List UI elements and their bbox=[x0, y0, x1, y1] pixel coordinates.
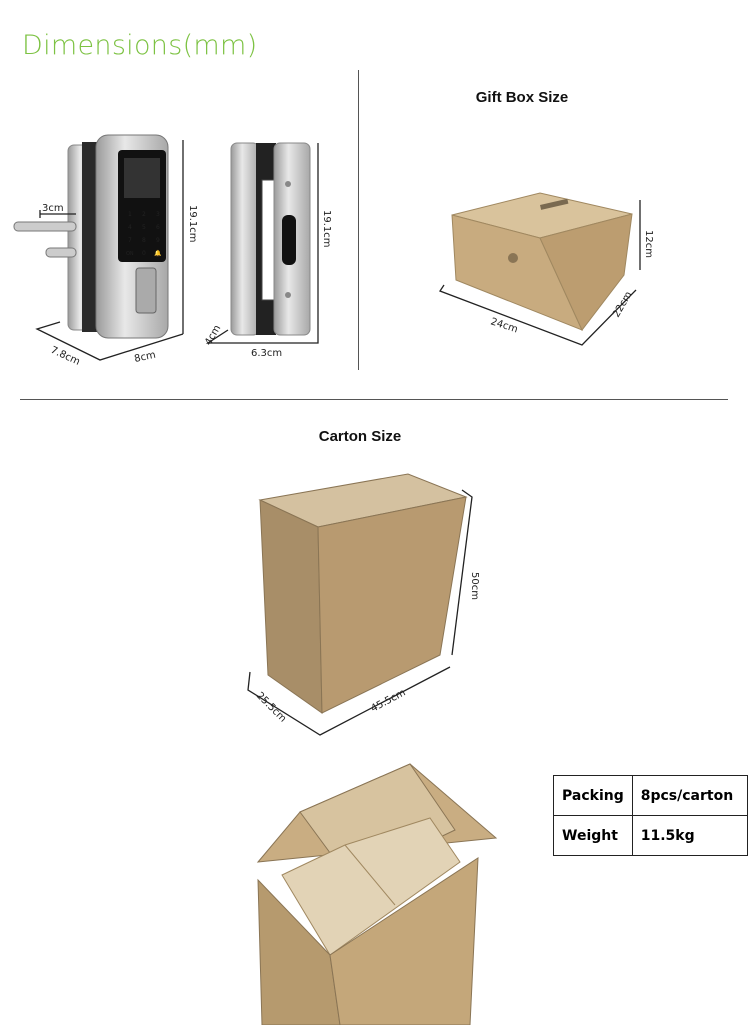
carton-image bbox=[258, 473, 468, 714]
svg-text:7: 7 bbox=[128, 237, 132, 244]
svg-text:2: 2 bbox=[142, 211, 146, 218]
svg-text:5: 5 bbox=[142, 224, 146, 231]
lock-side-image bbox=[230, 142, 311, 336]
vertical-divider bbox=[358, 70, 359, 370]
svg-text:ON: ON bbox=[126, 251, 134, 257]
front-height-label: 19.1cm bbox=[187, 205, 198, 243]
svg-text:6: 6 bbox=[156, 224, 160, 231]
svg-text:4: 4 bbox=[128, 224, 132, 231]
carton-height-label: 50cm bbox=[469, 572, 480, 600]
page-title: Dimensions(mm) bbox=[22, 30, 258, 61]
side-height-label: 19.1cm bbox=[321, 210, 332, 248]
packing-spec-table: Packing 8pcs/carton Weight 11.5kg bbox=[553, 775, 748, 856]
lock-front-dimension-lines bbox=[35, 140, 184, 361]
bolt-length-label: 3cm bbox=[42, 203, 64, 214]
gift-box-image bbox=[451, 192, 633, 331]
svg-text:1: 1 bbox=[128, 211, 132, 218]
svg-text:9: 9 bbox=[156, 237, 160, 244]
weight-value: 11.5kg bbox=[631, 815, 748, 856]
table-row: Packing 8pcs/carton bbox=[553, 775, 748, 816]
weight-label: Weight bbox=[553, 815, 633, 856]
packing-label: Packing bbox=[553, 775, 633, 816]
lock-front-image bbox=[13, 134, 169, 339]
carton-dimension-lines bbox=[247, 489, 473, 736]
keypad: 1 2 3 4 5 6 7 8 9 ON 0 🔔 bbox=[126, 211, 162, 257]
table-row: Weight 11.5kg bbox=[553, 815, 748, 856]
gift-box-dimension-lines bbox=[439, 200, 641, 346]
svg-text:🔔: 🔔 bbox=[154, 249, 162, 257]
side-width-label: 6.3cm bbox=[251, 348, 282, 359]
front-width-label: 8cm bbox=[133, 350, 156, 365]
gift-box-height-label: 12cm bbox=[643, 230, 654, 258]
svg-text:3: 3 bbox=[156, 211, 160, 218]
carton-length-label: 45.5cm bbox=[369, 687, 407, 714]
open-carton-image bbox=[256, 763, 498, 1025]
svg-text:0: 0 bbox=[142, 250, 146, 257]
gift-box-heading: Gift Box Size bbox=[475, 89, 569, 106]
gift-box-width-label: 22cm bbox=[611, 290, 635, 320]
carton-heading: Carton Size bbox=[318, 428, 402, 445]
svg-text:8: 8 bbox=[142, 237, 146, 244]
lock-side-dimension-lines bbox=[205, 143, 319, 344]
carton-width-label: 25.5cm bbox=[254, 690, 288, 724]
horizontal-divider bbox=[20, 399, 728, 400]
packing-value: 8pcs/carton bbox=[631, 775, 748, 816]
